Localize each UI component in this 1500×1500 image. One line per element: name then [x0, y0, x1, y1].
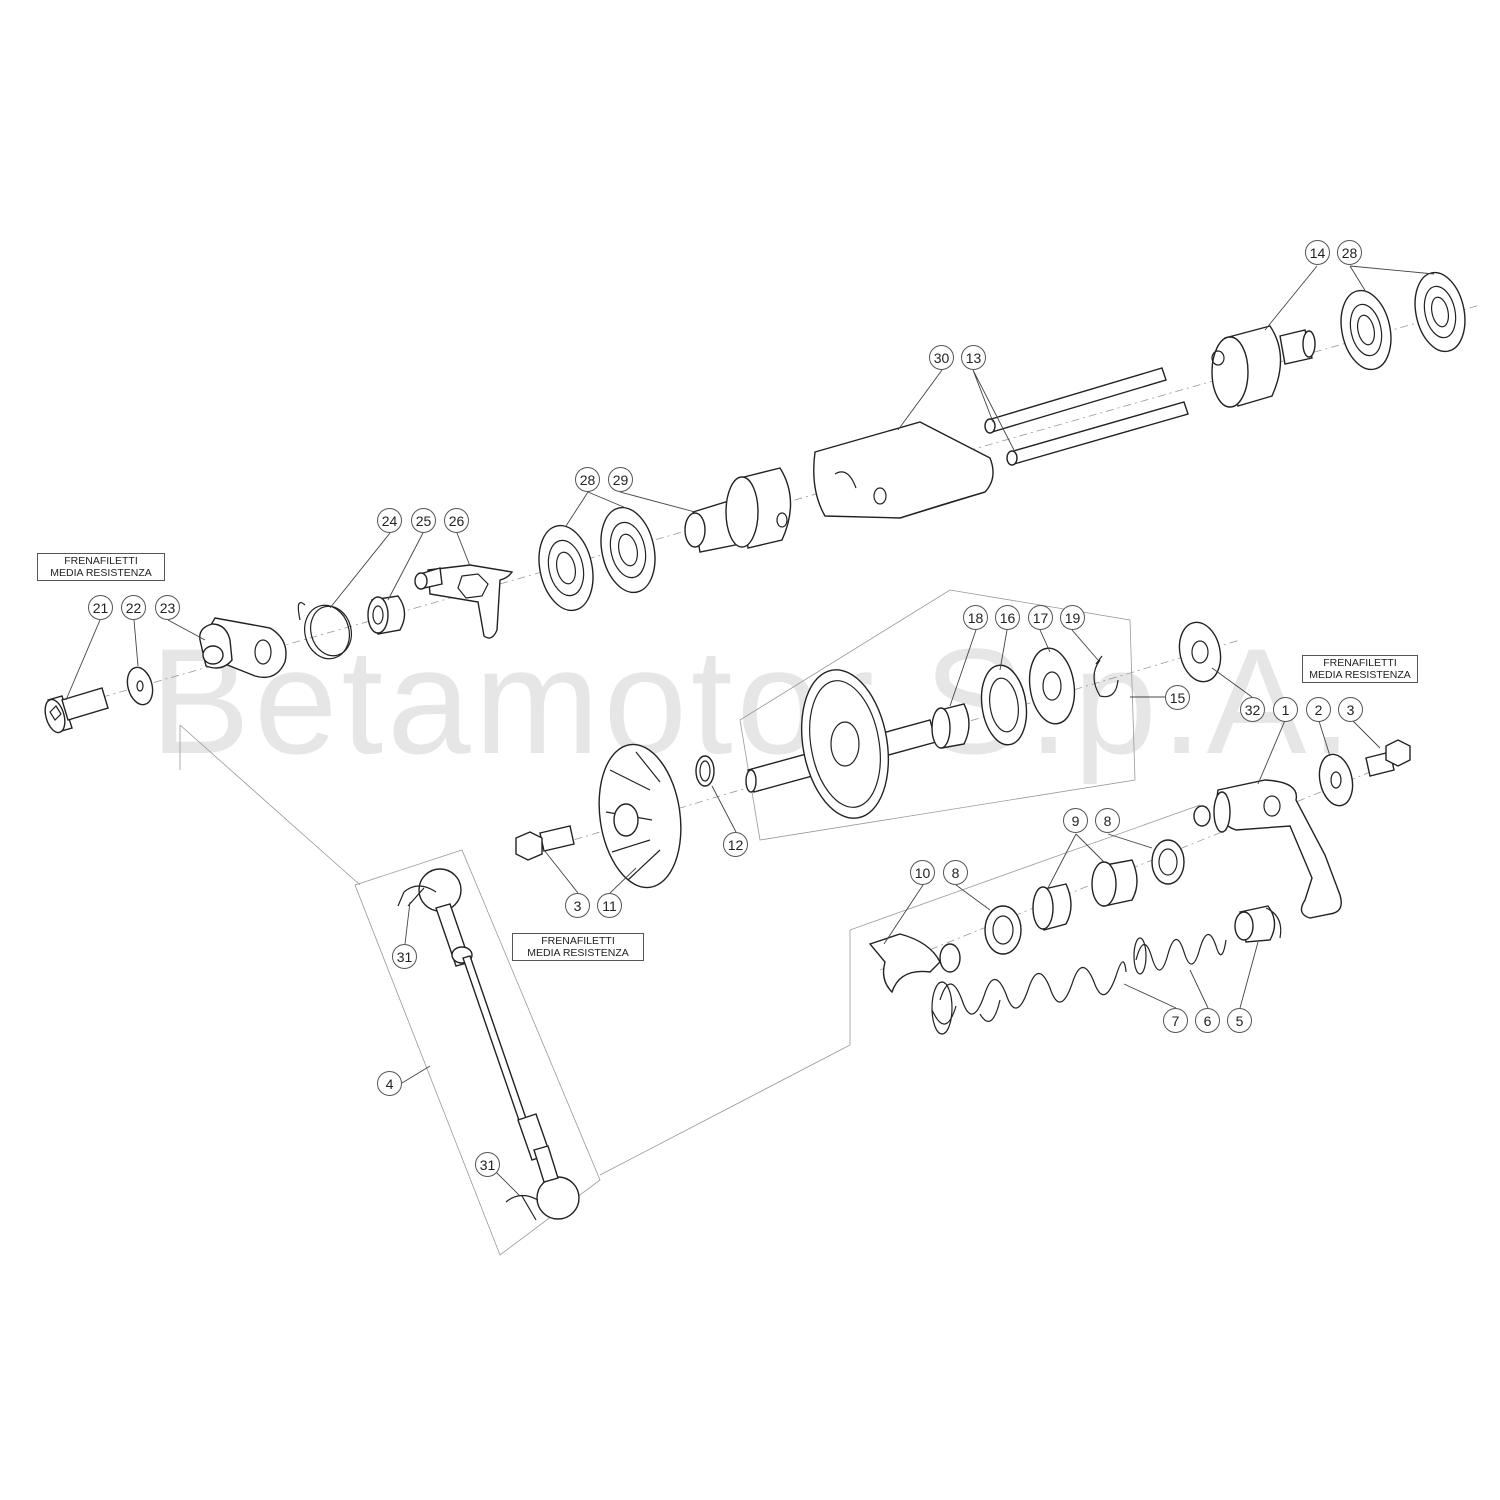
- part-8-washer-b: [984, 905, 1022, 955]
- part-4-shift-rod: [418, 868, 580, 1220]
- part-23-cam: [199, 617, 287, 679]
- part-16-thrust-bearing: [980, 664, 1028, 746]
- part-5-pin: [1234, 905, 1282, 943]
- part-19-circlip: [1093, 655, 1119, 698]
- part-gear-shaft: [745, 669, 937, 819]
- part-7-spring: [931, 961, 1127, 1035]
- callout-2: 2: [1306, 697, 1331, 722]
- note-line-2: MEDIA RESISTENZA: [50, 567, 152, 579]
- callout-8-upper: 8: [1095, 808, 1120, 833]
- callout-28-left: 28: [575, 467, 600, 492]
- callout-13: 13: [961, 345, 986, 370]
- note-threadlocker-bottom: FRENAFILETTI MEDIA RESISTENZA: [512, 933, 644, 961]
- note-line-1: FRENAFILETTI: [1323, 657, 1397, 669]
- callout-17: 17: [1028, 605, 1053, 630]
- note-line-1: FRENAFILETTI: [64, 555, 138, 567]
- part-3-bolt: [515, 825, 575, 861]
- callout-26: 26: [444, 508, 469, 533]
- callout-30: 30: [929, 345, 954, 370]
- part-21-screw: [44, 687, 109, 734]
- part-8-washer-a: [1151, 839, 1185, 885]
- part-31-clip-a: [397, 885, 437, 907]
- group-frames: [179, 589, 1201, 1256]
- note-line-2: MEDIA RESISTENZA: [527, 947, 629, 959]
- part-29-drum-end: [684, 467, 792, 553]
- part-3-bolt-right: [1365, 739, 1411, 777]
- callout-11: 11: [597, 893, 622, 918]
- callout-21: 21: [88, 595, 113, 620]
- note-line-1: FRENAFILETTI: [541, 935, 615, 947]
- callout-10: 10: [910, 860, 935, 885]
- part-26-plate: [414, 564, 514, 639]
- part-24-spring: [297, 601, 352, 660]
- callout-31-lower: 31: [475, 1152, 500, 1177]
- callout-23: 23: [155, 595, 180, 620]
- part-31-clip-b: [505, 1194, 539, 1221]
- part-28-bearing-c: [1340, 289, 1392, 371]
- watermark: Betamotor S.p.A.: [150, 617, 1357, 785]
- callout-3-right: 3: [1338, 697, 1363, 722]
- callout-4: 4: [377, 1071, 402, 1096]
- note-threadlocker-left: FRENAFILETTI MEDIA RESISTENZA: [37, 553, 165, 581]
- callout-32: 32: [1240, 697, 1265, 722]
- part-9-bush-a: [1091, 859, 1138, 907]
- callout-29: 29: [608, 467, 633, 492]
- note-threadlocker-right: FRENAFILETTI MEDIA RESISTENZA: [1302, 655, 1418, 683]
- leader-lines: [65, 265, 1435, 1197]
- part-1-shift-lever: [1193, 779, 1342, 919]
- part-30-selector-drum: [813, 421, 994, 519]
- part-2-washer: [1318, 753, 1354, 807]
- callout-24: 24: [377, 508, 402, 533]
- callout-18: 18: [963, 605, 988, 630]
- callout-22: 22: [121, 595, 146, 620]
- callout-14: 14: [1305, 240, 1330, 265]
- callout-7: 7: [1163, 1008, 1188, 1033]
- part-10-pawl: [868, 933, 961, 994]
- callout-5: 5: [1227, 1008, 1252, 1033]
- part-13-rods: [984, 367, 1189, 466]
- callout-8-lower: 8: [943, 860, 968, 885]
- callout-9: 9: [1063, 808, 1088, 833]
- part-9-bush-b: [1032, 883, 1072, 931]
- part-18-bush: [931, 703, 970, 749]
- callout-15: 15: [1165, 685, 1190, 710]
- callout-31-upper: 31: [392, 944, 417, 969]
- part-28-bearing-a: [538, 524, 594, 612]
- note-line-2: MEDIA RESISTENZA: [1309, 669, 1411, 681]
- part-6-spring: [1133, 933, 1227, 975]
- part-25-bush: [367, 595, 406, 635]
- callout-1: 1: [1273, 697, 1298, 722]
- callout-3-left: 3: [565, 893, 590, 918]
- callout-25: 25: [411, 508, 436, 533]
- callout-12: 12: [723, 832, 748, 857]
- part-22-washer: [126, 666, 154, 706]
- part-17-washer: [1028, 647, 1076, 725]
- callout-6: 6: [1195, 1008, 1220, 1033]
- callout-19: 19: [1060, 605, 1085, 630]
- callout-28-right: 28: [1337, 240, 1362, 265]
- part-32-bearing: [1178, 621, 1222, 683]
- part-12-oring: [695, 755, 715, 787]
- part-14-drum-end: [1211, 325, 1316, 408]
- part-28-bearing-b: [600, 506, 656, 594]
- callout-16: 16: [995, 605, 1020, 630]
- part-11-impeller: [598, 743, 682, 889]
- part-28-bearing-d: [1414, 271, 1466, 353]
